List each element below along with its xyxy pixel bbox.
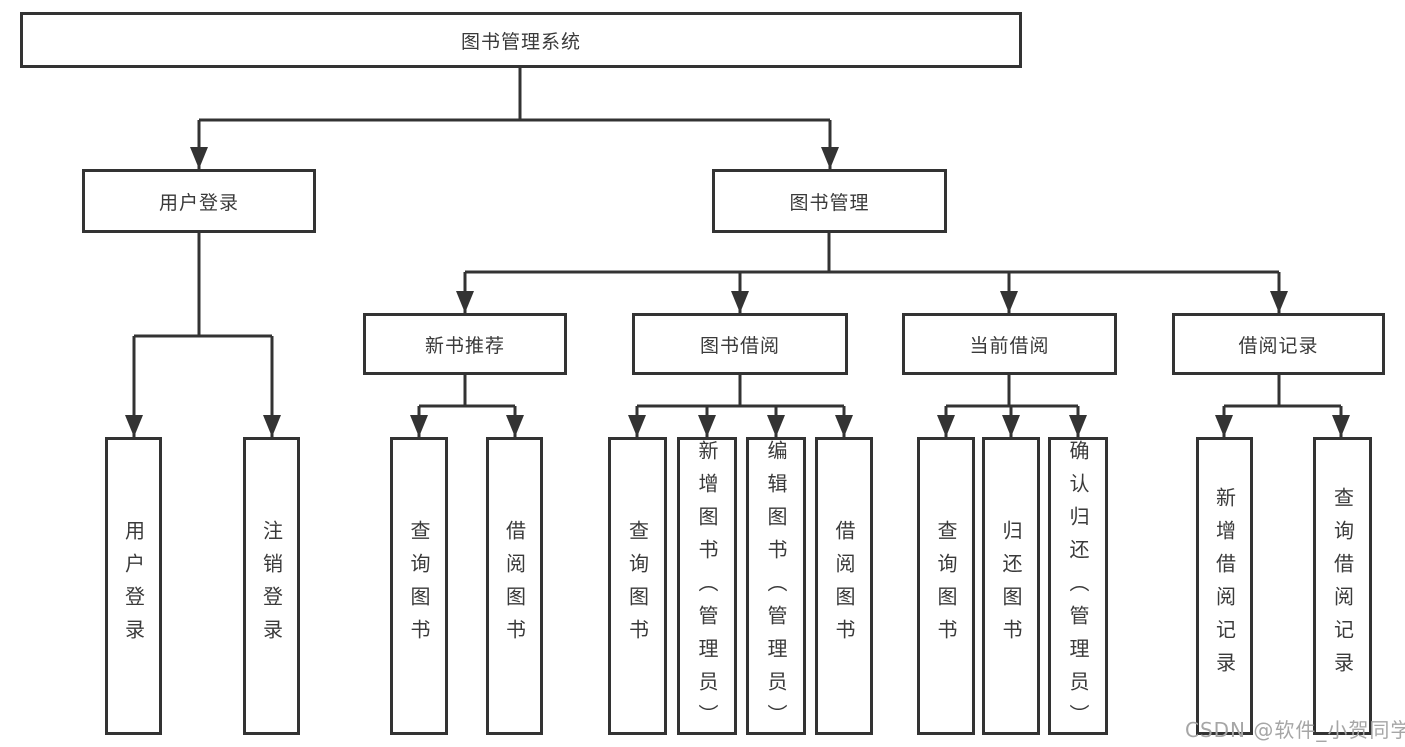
node-borrow-books-recommend: 借阅图书 [486,437,543,735]
node-confirm-return-admin: 确认归还（管理员） [1048,437,1108,737]
node-logout-leaf: 注销登录 [243,437,300,735]
connector-new-book-recommend [417,375,517,437]
connector-root [197,66,832,169]
node-new-book-recommend: 新书推荐 [363,313,567,375]
node-query-books-current: 查询图书 [917,437,975,735]
node-book-borrow: 图书借阅 [632,313,848,375]
node-user-login: 用户登录 [82,169,316,233]
node-edit-books-admin: 编辑图书（管理员） [746,437,806,737]
connector-book-borrow [635,375,846,437]
csdn-watermark: CSDN @软件_小贺同学 [1185,718,1405,742]
node-borrow-records: 借阅记录 [1172,313,1385,375]
node-login-leaf: 用户登录 [105,437,162,735]
connector-user-login [132,233,274,437]
node-library-management-system: 图书管理系统 [20,12,1022,68]
node-current-borrow: 当前借阅 [902,313,1117,375]
node-add-books-admin: 新增图书（管理员） [677,437,737,737]
node-query-borrow-record: 查询借阅记录 [1313,437,1372,735]
node-return-books: 归还图书 [982,437,1040,735]
node-borrow-books-leaf: 借阅图书 [815,437,873,735]
connector-borrow-records [1222,375,1343,437]
node-query-books-borrow: 查询图书 [608,437,667,735]
arrowheads [125,147,1350,437]
connector-book-management [463,233,1281,313]
node-add-borrow-record: 新增借阅记录 [1196,437,1253,735]
node-query-books-recommend: 查询图书 [390,437,448,735]
node-book-management: 图书管理 [712,169,947,233]
